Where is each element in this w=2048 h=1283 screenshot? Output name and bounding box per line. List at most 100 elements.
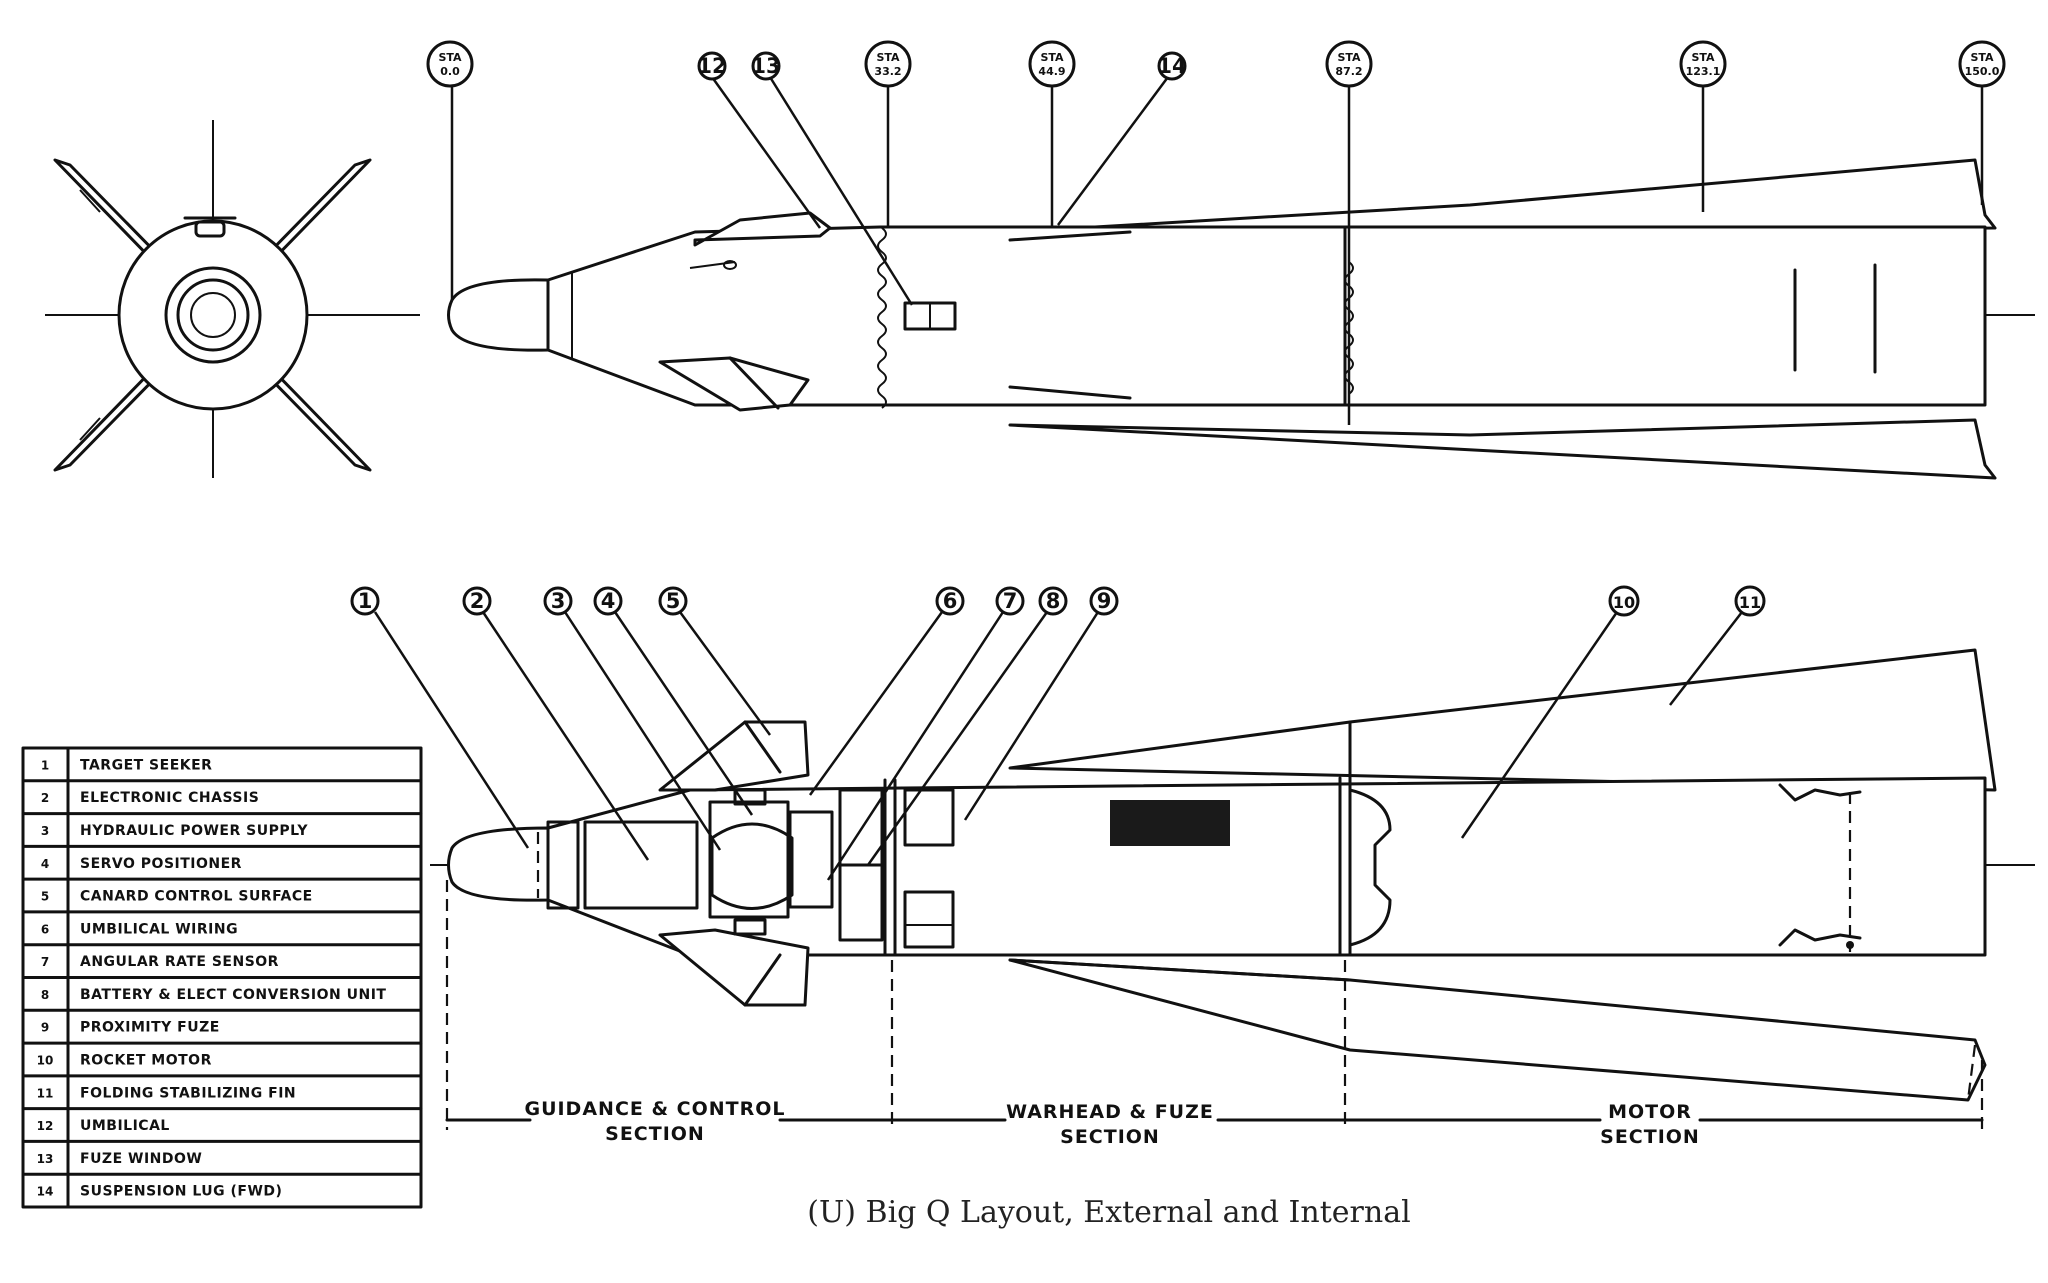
section-dimensions — [445, 880, 1984, 1130]
callout-number: 1 — [358, 589, 373, 613]
legend-row: 8 BATTERY & ELECT CONVERSION UNIT — [21, 976, 423, 1003]
legend-number: 2 — [41, 791, 49, 805]
legend-row: 13 FUZE WINDOW — [21, 1139, 423, 1167]
section-title: WARHEAD & FUZE — [1006, 1101, 1214, 1123]
station-value: 44.9 — [1038, 65, 1065, 78]
legend-row: 10 ROCKET MOTOR — [21, 1041, 423, 1068]
callout-number: 4 — [601, 589, 616, 613]
legend-number: 12 — [37, 1119, 54, 1133]
legend-number: 5 — [41, 890, 49, 904]
section-title: GUIDANCE & CONTROL — [524, 1098, 785, 1120]
callout-2: 2 — [462, 586, 492, 616]
legend-label: PROXIMITY FUZE — [80, 1020, 220, 1036]
legend-number: 1 — [41, 758, 49, 772]
station-value: 0.0 — [440, 65, 460, 78]
callout-number: 11 — [1739, 593, 1761, 612]
callout-number: 14 — [1157, 54, 1186, 78]
callout-number: 9 — [1097, 589, 1112, 613]
motor-section-label: MOTOR SECTION — [1600, 1101, 1700, 1148]
redacted-block — [1110, 800, 1230, 846]
section-title: MOTOR — [1608, 1101, 1692, 1123]
warhead-fuze-section-label: WARHEAD & FUZE SECTION — [1006, 1101, 1214, 1148]
legend-number: 4 — [41, 857, 49, 871]
legend-row: 3 HYDRAULIC POWER SUPPLY — [21, 812, 423, 839]
legend-label: BATTERY & ELECT CONVERSION UNIT — [80, 987, 386, 1003]
station-value: 150.0 — [1965, 65, 2000, 78]
legend-row: 6 UMBILICAL WIRING — [21, 910, 423, 937]
station-87: STA 87.2 — [1325, 40, 1373, 88]
external-side-view — [447, 158, 2035, 480]
station-value: 87.2 — [1335, 65, 1362, 78]
station-label: STA — [876, 51, 900, 64]
station-leaders — [450, 86, 1984, 425]
station-44: STA 44.9 — [1028, 40, 1076, 88]
callout-9: 9 — [1089, 586, 1119, 616]
callout-14: 14 — [1157, 51, 1187, 81]
legend-number: 14 — [37, 1185, 54, 1199]
callout-number: 12 — [697, 54, 726, 78]
callout-number: 6 — [943, 589, 958, 613]
station-label: STA — [1970, 51, 1994, 64]
legend-label: ANGULAR RATE SENSOR — [80, 954, 279, 970]
legend-number: 10 — [37, 1053, 54, 1067]
legend-label: FOLDING STABILIZING FIN — [80, 1085, 296, 1101]
station-markers: STA 0.0 STA 33.2 STA 44.9 STA 87.2 STA 1… — [426, 40, 2006, 88]
callout-11: 11 — [1734, 585, 1766, 617]
callout-number: 10 — [1613, 593, 1635, 612]
callout-number: 7 — [1003, 589, 1018, 613]
internal-callouts: 1 2 3 4 5 6 7 8 9 10 11 — [350, 585, 1766, 617]
legend-label: UMBILICAL WIRING — [80, 921, 238, 937]
legend-label: ROCKET MOTOR — [80, 1052, 212, 1068]
figure-caption: (U) Big Q Layout, External and Internal — [0, 1195, 2048, 1230]
legend-label: HYDRAULIC POWER SUPPLY — [80, 823, 308, 839]
legend-row: 9 PROXIMITY FUZE — [21, 1008, 423, 1036]
section-subtitle: SECTION — [1060, 1126, 1160, 1148]
legend-row: 11 FOLDING STABILIZING FIN — [21, 1074, 423, 1101]
legend-label: SUSPENSION LUG (FWD) — [80, 1184, 282, 1200]
section-labels: GUIDANCE & CONTROL SECTION WARHEAD & FUZ… — [524, 1098, 1700, 1148]
legend-label: UMBILICAL — [80, 1118, 170, 1134]
legend-number: 8 — [41, 988, 49, 1002]
callout-5: 5 — [658, 586, 688, 616]
legend-row: 4 SERVO POSITIONER — [21, 844, 423, 872]
station-label: STA — [1040, 51, 1064, 64]
legend-number: 11 — [37, 1086, 54, 1100]
station-0: STA 0.0 — [426, 40, 474, 88]
internal-side-view — [430, 648, 2035, 1102]
legend-number: 3 — [41, 824, 49, 838]
legend-number: 13 — [37, 1152, 54, 1166]
callout-12: 12 — [697, 51, 727, 81]
legend-label: ELECTRONIC CHASSIS — [80, 790, 259, 806]
station-value: 33.2 — [874, 65, 901, 78]
internal-callout-leaders — [373, 611, 1743, 881]
callout-3: 3 — [543, 586, 573, 616]
callout-number: 8 — [1046, 589, 1061, 613]
external-callouts: 12 13 14 — [697, 51, 1187, 306]
station-123: STA 123.1 — [1679, 40, 1727, 88]
section-subtitle: SECTION — [1600, 1126, 1700, 1148]
legend-label: SERVO POSITIONER — [80, 856, 242, 872]
legend-label: FUZE WINDOW — [80, 1151, 202, 1167]
callout-7: 7 — [995, 586, 1025, 616]
station-label: STA — [1691, 51, 1715, 64]
callout-number: 13 — [751, 54, 780, 78]
station-150: STA 150.0 — [1958, 40, 2006, 88]
callout-4: 4 — [593, 586, 623, 616]
callout-10: 10 — [1608, 585, 1640, 617]
callout-number: 2 — [470, 589, 485, 613]
caption-text: (U) Big Q Layout, External and Internal — [807, 1195, 1411, 1230]
legend-row: 14 SUSPENSION LUG (FWD) — [21, 1172, 423, 1200]
callout-number: 5 — [666, 589, 681, 613]
callout-13: 13 — [751, 51, 781, 81]
station-label: STA — [438, 51, 462, 64]
legend-number: 6 — [41, 922, 49, 936]
callout-6: 6 — [935, 586, 965, 616]
callout-8: 8 — [1038, 586, 1068, 616]
legend-number: 9 — [41, 1021, 49, 1035]
